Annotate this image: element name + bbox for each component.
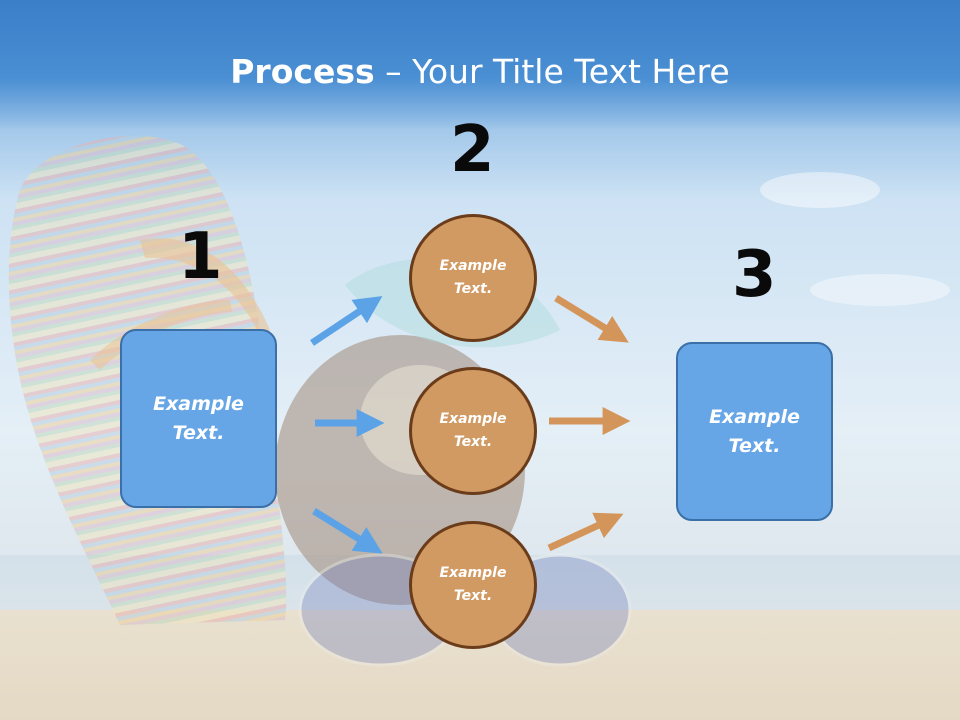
step-3-text: Example Text. (709, 405, 800, 457)
step-3-number: 3 (732, 238, 777, 312)
arrow-1-to-2-bottom (312, 508, 383, 554)
arrow-1-to-2-top (310, 296, 383, 346)
step-3-box: Example Text. (676, 342, 833, 521)
title-rest: – Your Title Text Here (374, 52, 730, 91)
step-1-box: Example Text. (120, 329, 277, 508)
step-2-number: 2 (450, 113, 495, 187)
step-1-number: 1 (178, 220, 223, 294)
title-bold: Process (230, 52, 375, 91)
step-2-circle-middle: Example Text. (409, 367, 537, 495)
step-2-circle-top-text: Example Text. (439, 258, 507, 297)
arrow-2-top-to-3 (554, 295, 629, 343)
slide-title: Process – Your Title Text Here (0, 52, 960, 91)
header-band (0, 0, 960, 130)
step-2-circle-middle-text: Example Text. (439, 411, 507, 450)
arrow-2-bottom-to-3 (547, 512, 624, 552)
step-2-circle-top: Example Text. (409, 214, 537, 342)
step-2-circle-bottom: Example Text. (409, 521, 537, 649)
step-2-circle-bottom-text: Example Text. (439, 565, 507, 604)
step-1-text: Example Text. (153, 392, 244, 444)
